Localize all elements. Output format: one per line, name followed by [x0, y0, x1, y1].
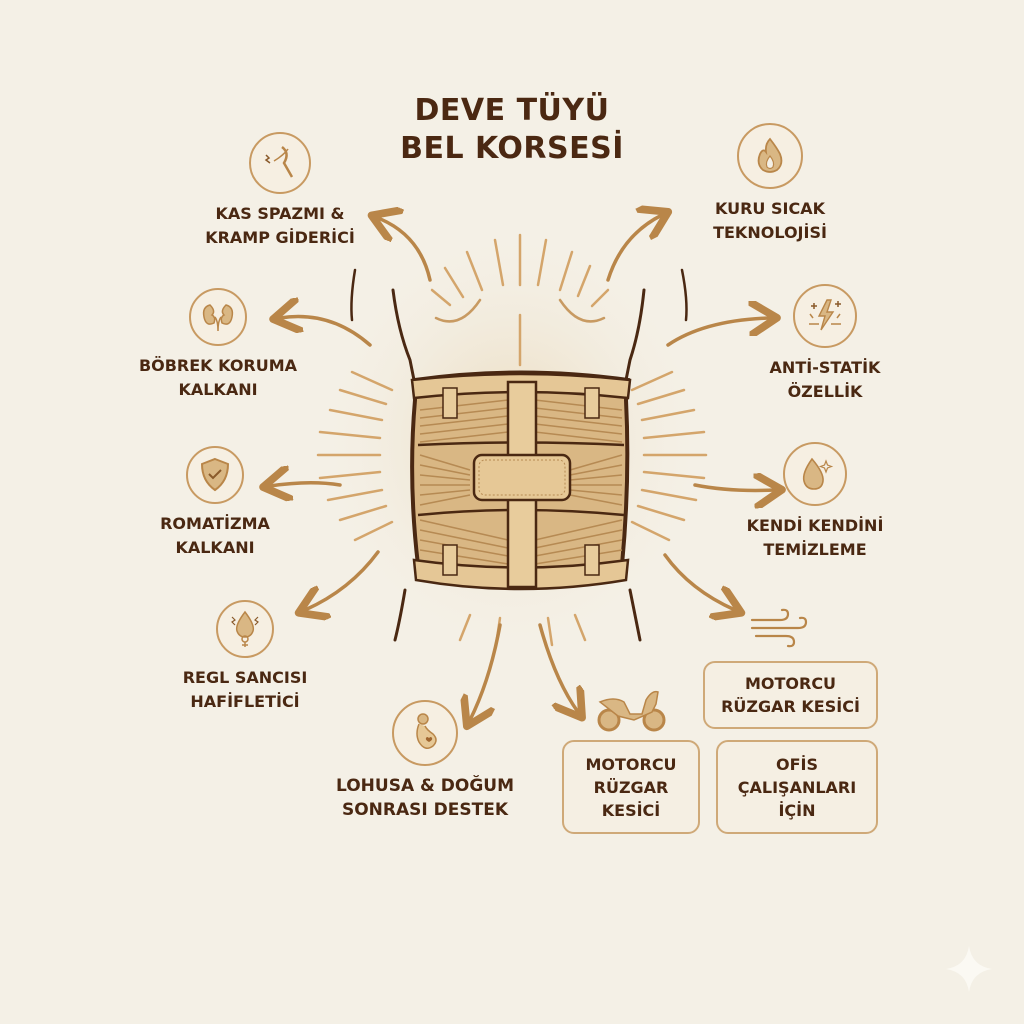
wind-icon	[750, 608, 814, 652]
feature-self-cleaning: KENDİ KENDİNİ TEMİZLEME	[730, 442, 900, 562]
box-line-1: OFİS	[775, 754, 818, 774]
feature-label-line-1: KENDİ KENDİNİ	[746, 516, 884, 535]
feature-label-line-2: TEKNOLOJİSİ	[713, 223, 827, 242]
title-line-2: BEL KORSESİ	[400, 131, 624, 166]
pregnant-woman-icon	[392, 700, 458, 766]
feature-label-line-2: KALKANI	[178, 380, 258, 399]
feature-label-line-2: HAFİFLETİCİ	[190, 692, 300, 711]
feature-label-line-1: BÖBREK KORUMA	[138, 356, 298, 375]
feature-label-line-1: LOHUSA & DOĞUM	[335, 776, 514, 796]
feature-label-line-1: REGL SANCISI	[182, 668, 308, 687]
corset	[410, 370, 632, 591]
lightning-static-icon	[793, 284, 857, 348]
feature-kidney-protection: BÖBREK KORUMA KALKANI	[118, 288, 318, 402]
feature-label-line-2: ÖZELLİK	[787, 382, 863, 401]
female-drop-icon	[216, 600, 274, 658]
torso-outline	[350, 268, 688, 642]
box-motorcycle-windbreaker-top: MOTORCU RÜZGAR KESİCİ	[703, 661, 878, 729]
box-office-workers: OFİS ÇALIŞANLARI İÇİN	[716, 740, 878, 834]
feature-label-line-1: ANTİ-STATİK	[769, 358, 881, 377]
drop-sparkle-icon	[783, 442, 847, 506]
box-line-1: MOTORCU	[744, 674, 837, 693]
chest-lines	[434, 298, 606, 323]
title-line-1: DEVE TÜYÜ	[414, 93, 610, 128]
motorcycle-icon	[594, 686, 670, 736]
feature-label-line-2: SONRASI DESTEK	[341, 800, 508, 820]
feature-period-pain: REGL SANCISI HAFİFLETİCİ	[170, 600, 320, 714]
feature-postpartum-support: LOHUSA & DOĞUM SONRASI DESTEK	[320, 700, 530, 822]
benefit-arrows	[270, 215, 775, 720]
feature-label-line-1: KURU SICAK	[715, 199, 825, 218]
muscle-cramp-icon	[249, 132, 311, 194]
feature-label-line-1: KAS SPAZMI &	[215, 204, 345, 223]
box-line-3: KESİCİ	[601, 800, 661, 820]
box-line-2: RÜZGAR KESİCİ	[721, 697, 860, 716]
feature-anti-static: ANTİ-STATİK ÖZELLİK	[750, 284, 900, 404]
sparkle-icon	[944, 944, 994, 998]
feature-label-line-2: KALKANI	[175, 538, 255, 557]
box-line-1: MOTORCU	[585, 754, 677, 774]
box-line-2: RÜZGAR	[593, 777, 669, 797]
box-line-3: İÇİN	[778, 800, 816, 820]
box-motorcycle-windbreaker: MOTORCU RÜZGAR KESİCİ	[562, 740, 700, 834]
feature-dry-heat: KURU SICAK TEKNOLOJİSİ	[690, 123, 850, 245]
radiating-rays	[316, 233, 708, 647]
shield-check-icon	[186, 446, 244, 504]
feature-label-line-2: TEMİZLEME	[763, 540, 867, 559]
feature-rheumatism-shield: ROMATİZMA KALKANI	[140, 446, 290, 560]
box-line-2: ÇALIŞANLARI	[737, 777, 857, 797]
kidney-icon	[189, 288, 247, 346]
flame-icon	[737, 123, 803, 189]
feature-muscle-cramp: KAS SPAZMI & KRAMP GİDERİCİ	[170, 132, 390, 250]
page-title: DEVE TÜYÜ BEL KORSESİ	[0, 92, 1024, 168]
feature-label-line-2: KRAMP GİDERİCİ	[205, 228, 355, 247]
feature-label-line-1: ROMATİZMA	[160, 514, 270, 533]
